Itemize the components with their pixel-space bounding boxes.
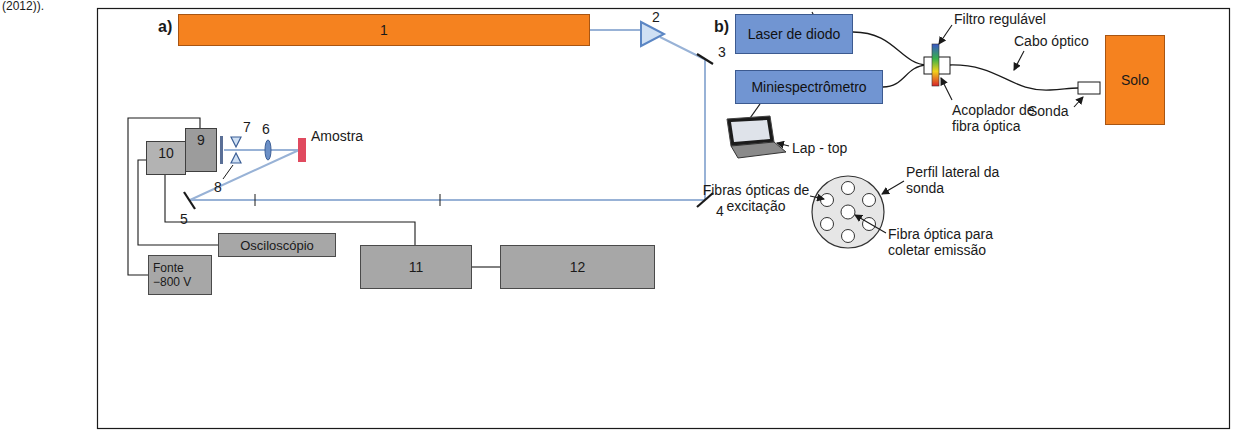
sample-label: Amostra	[311, 128, 363, 144]
filter-bar	[220, 136, 223, 164]
monochromator-box: 10	[146, 141, 186, 175]
box-text: Osciloscópio	[240, 238, 314, 253]
box-text: 10	[158, 145, 174, 161]
box-text: 11	[409, 259, 424, 275]
diode-laser-box: Laser de diodo	[735, 14, 853, 54]
callout-number: 3	[718, 44, 726, 60]
leader-line	[223, 165, 233, 179]
tunable-filter	[932, 44, 939, 86]
power-supply-box: Fonte −800 V	[148, 255, 212, 295]
part-label: Cabo óptico	[1014, 33, 1089, 49]
laser-source-box: 1	[178, 14, 590, 46]
callout-number: 8	[214, 179, 222, 195]
part-label: Acoplador de fibra óptica	[952, 102, 1064, 134]
part-label: Filtro regulável	[954, 11, 1046, 27]
box-text: Miniespectrômetro	[751, 79, 866, 95]
box-text: Laser de diodo	[748, 26, 841, 42]
laptop	[727, 116, 786, 158]
box-text: Fonte −800 V	[153, 261, 207, 289]
callout-number: 7	[243, 119, 251, 135]
mirror	[184, 54, 713, 209]
part-label: Fibra óptica para coletar emissão	[888, 226, 1023, 258]
box-text: 1	[380, 22, 388, 38]
probe	[1078, 82, 1100, 94]
probe-cross-section	[812, 176, 884, 248]
aperture-tick	[255, 194, 440, 206]
lens	[265, 140, 271, 160]
callout-number: 2	[652, 9, 660, 25]
oscilloscope-box: Osciloscópio	[218, 233, 336, 257]
callout-number: 5	[180, 211, 188, 227]
box-text: 12	[570, 259, 586, 275]
callout-number: 6	[262, 121, 270, 137]
citation-fragment: (2012)).	[2, 0, 44, 14]
callout-number: 4	[716, 203, 724, 219]
instrument-box: 11	[360, 245, 472, 289]
prism	[641, 22, 664, 46]
computer-box: 12	[500, 245, 655, 289]
part-label: Fibras ópticas de excitação	[700, 182, 812, 214]
slit	[231, 137, 241, 163]
part-label: Perfil lateral da sonda	[906, 164, 1006, 196]
box-text: 9	[197, 132, 205, 148]
box-text: Solo	[1121, 72, 1149, 88]
spectrometer-box: Miniespectrômetro	[735, 70, 883, 104]
sample	[298, 138, 306, 162]
soil-box: Solo	[1105, 35, 1165, 125]
photomultiplier-box: 9	[185, 128, 217, 172]
frame	[98, 9, 1230, 429]
laser-beam	[190, 30, 705, 200]
part-label: Lap - top	[792, 140, 847, 156]
panel-letter: b)	[714, 18, 729, 36]
panel-letter: a)	[158, 18, 172, 36]
signal-wire	[472, 266, 500, 267]
